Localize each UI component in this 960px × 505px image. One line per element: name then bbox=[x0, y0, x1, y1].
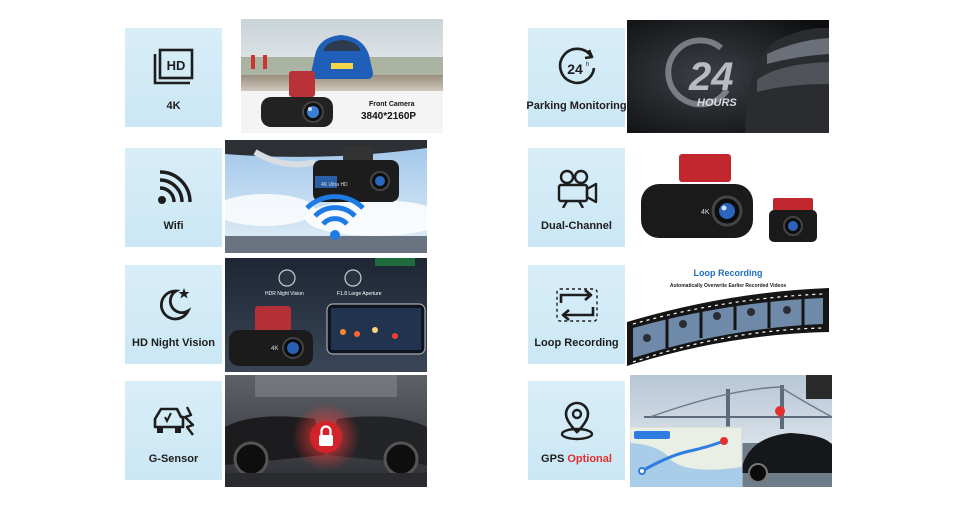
feature-label-dual-channel: Dual-Channel bbox=[541, 219, 612, 232]
photo-g-sensor bbox=[225, 375, 427, 487]
car-crash-icon bbox=[150, 397, 198, 445]
feature-tile-g-sensor: G-Sensor bbox=[125, 381, 222, 480]
feature-label-g-sensor: G-Sensor bbox=[148, 452, 199, 465]
parking-photo-word: HOURS bbox=[697, 97, 737, 109]
feature-tile-parking: 24 h Parking Monitoring bbox=[526, 28, 627, 127]
gps-optional-text: Optional bbox=[567, 452, 612, 465]
overlay-aperture: F1.8 Large Aperture bbox=[337, 291, 382, 297]
feature-tile-dual-channel: Dual-Channel bbox=[528, 148, 625, 247]
feature-label-4k: 4K bbox=[166, 99, 181, 112]
photo-gps bbox=[630, 375, 832, 487]
feature-tile-night-vision: HD Night Vision bbox=[125, 265, 222, 364]
location-pin-icon bbox=[553, 397, 601, 445]
parking-badge: 24 bbox=[567, 61, 583, 77]
loop-arrows-icon bbox=[553, 281, 601, 329]
photo-wifi: 4K Ultra HD bbox=[225, 140, 427, 253]
overlay-hdr: HDR Night Vision bbox=[265, 291, 304, 297]
parking-badge-sup: h bbox=[586, 62, 589, 68]
loop-photo-title: Loop Recording bbox=[694, 268, 763, 278]
parking-photo-big: 24 bbox=[688, 55, 734, 99]
night-moon-icon bbox=[150, 281, 198, 329]
photo-loop-recording: Loop Recording Automatically Overwrite E… bbox=[627, 258, 829, 372]
photo-dual-channel: 4K bbox=[627, 140, 829, 253]
night-cam-text: 4K bbox=[271, 346, 278, 352]
parking-24h-icon: 24 h bbox=[553, 44, 601, 92]
feature-tile-loop-recording: Loop Recording bbox=[528, 265, 625, 364]
hd-icon: HD bbox=[150, 44, 198, 92]
wifi-icon bbox=[150, 164, 198, 212]
hd-badge-text: HD bbox=[166, 58, 185, 73]
feature-label-night-vision: HD Night Vision bbox=[132, 336, 215, 349]
feature-label-parking: Parking Monitoring bbox=[526, 99, 627, 112]
feature-tile-gps: GPS Optional bbox=[528, 381, 625, 480]
photo-parking: 24 HOURS bbox=[627, 20, 829, 133]
wifi-cam-text: 4K Ultra HD bbox=[321, 182, 348, 188]
video-camera-icon bbox=[553, 164, 601, 212]
photo-resolution: 3840*2160P bbox=[361, 111, 416, 122]
feature-tile-wifi: Wifi bbox=[125, 148, 222, 247]
dual-cam-text: 4K bbox=[701, 209, 710, 216]
photo-caption-front: Front Camera bbox=[369, 101, 415, 108]
loop-photo-subtitle: Automatically Overwrite Earlier Recorded… bbox=[670, 283, 787, 289]
feature-label-wifi: Wifi bbox=[163, 219, 184, 232]
feature-tile-4k: HD 4K bbox=[125, 28, 222, 127]
gps-label-text: GPS bbox=[541, 452, 565, 465]
photo-night-vision: HDR Night Vision F1.8 Large Aperture 4K bbox=[225, 258, 427, 372]
photo-front-camera: Front Camera 3840*2160P bbox=[241, 19, 443, 133]
feature-label-gps: GPS Optional bbox=[541, 453, 612, 465]
feature-label-loop-recording: Loop Recording bbox=[534, 336, 619, 349]
